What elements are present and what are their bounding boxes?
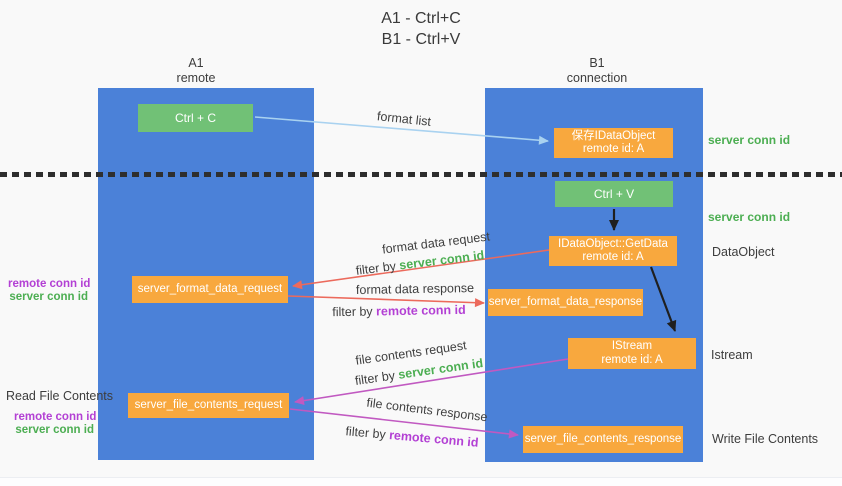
- node-save-idataobject-line1: 保存IDataObject: [571, 129, 656, 142]
- node-server-file-contents-response-label: server_file_contents_response: [524, 432, 682, 445]
- server-conn-id-label-mid: server conn id: [708, 210, 791, 224]
- filter-by-text: filter by: [355, 259, 397, 278]
- node-ctrl-c: Ctrl + C: [138, 104, 253, 132]
- node-server-file-contents-request-label: server_file_contents_request: [134, 398, 283, 411]
- filter-by-remote-conn-id-label-2: filter by remote conn id: [345, 424, 479, 450]
- remote-conn-id-text: remote conn id: [388, 428, 480, 450]
- lane-header-b1: B1 connection: [547, 56, 647, 86]
- node-istream-line2: remote id: A: [601, 353, 663, 366]
- node-ctrl-v-label: Ctrl + V: [593, 187, 635, 201]
- server-conn-id-label-top: server conn id: [708, 133, 791, 147]
- dataobject-label: DataObject: [712, 245, 775, 259]
- read-file-contents-label: Read File Contents: [6, 389, 114, 403]
- node-idataobject-getdata: IDataObject::GetData remote id: A: [549, 236, 677, 266]
- filter-by-remote-conn-id-label-1: filter by remote conn id: [332, 303, 466, 319]
- node-server-file-contents-response: server_file_contents_response: [523, 426, 683, 453]
- file-remote-conn-id-label: remote conn id: [14, 411, 97, 423]
- diagram-title: A1 - Ctrl+C B1 - Ctrl+V: [0, 8, 842, 50]
- format-conn-id-block: remote conn id server conn id: [8, 278, 91, 304]
- file-conn-id-block: remote conn id server conn id: [14, 411, 97, 437]
- title-line-1: A1 - Ctrl+C: [381, 10, 461, 27]
- filter-by-server-conn-id-label-1: filter by server conn id: [355, 248, 485, 278]
- node-server-format-data-response-label: server_format_data_response: [488, 295, 643, 308]
- node-server-format-data-request: server_format_data_request: [132, 276, 288, 303]
- lane-a1-name: A1: [188, 56, 204, 70]
- write-file-contents-label: Write File Contents: [712, 432, 819, 446]
- node-idataobject-getdata-line2: remote id: A: [582, 251, 644, 263]
- node-save-idataobject-line2: remote id: A: [582, 143, 645, 155]
- format-data-response-arrow: [287, 295, 485, 308]
- remote-conn-id-text: remote conn id: [375, 302, 466, 319]
- lane-a1-subtitle: remote: [176, 71, 216, 85]
- format-data-response-label: format data response: [355, 280, 475, 298]
- format-server-conn-id-label: server conn id: [9, 291, 88, 303]
- format-remote-conn-id-label: remote conn id: [8, 278, 91, 290]
- lane-b1-name: B1: [589, 56, 605, 70]
- format-list-label: format list: [376, 109, 432, 129]
- lane-b1-subtitle: connection: [566, 71, 628, 85]
- node-save-idataobject: 保存IDataObject remote id: A: [554, 128, 673, 158]
- title-line-2: B1 - Ctrl+V: [381, 31, 461, 48]
- node-istream: IStream remote id: A: [568, 338, 696, 369]
- filter-by-text: filter by: [332, 304, 373, 320]
- filter-by-text: filter by: [354, 368, 396, 388]
- node-idataobject-getdata-line1: IDataObject::GetData: [558, 237, 668, 250]
- machine-boundary-dotted-line: [0, 172, 842, 177]
- node-ctrl-v: Ctrl + V: [555, 181, 673, 207]
- node-server-format-data-request-label: server_format_data_request: [137, 282, 283, 295]
- node-istream-line1: IStream: [611, 340, 653, 352]
- istream-side-label: Istream: [711, 348, 753, 362]
- lane-header-a1: A1 remote: [146, 56, 246, 86]
- file-server-conn-id-label: server conn id: [15, 424, 94, 436]
- node-server-format-data-response: server_format_data_response: [488, 289, 643, 316]
- node-ctrl-c-label: Ctrl + C: [174, 111, 216, 125]
- bottom-edge-strip: [0, 477, 842, 486]
- filter-by-text: filter by: [344, 424, 387, 442]
- file-contents-response-label: file contents response: [365, 395, 489, 425]
- node-server-file-contents-request: server_file_contents_request: [128, 393, 289, 418]
